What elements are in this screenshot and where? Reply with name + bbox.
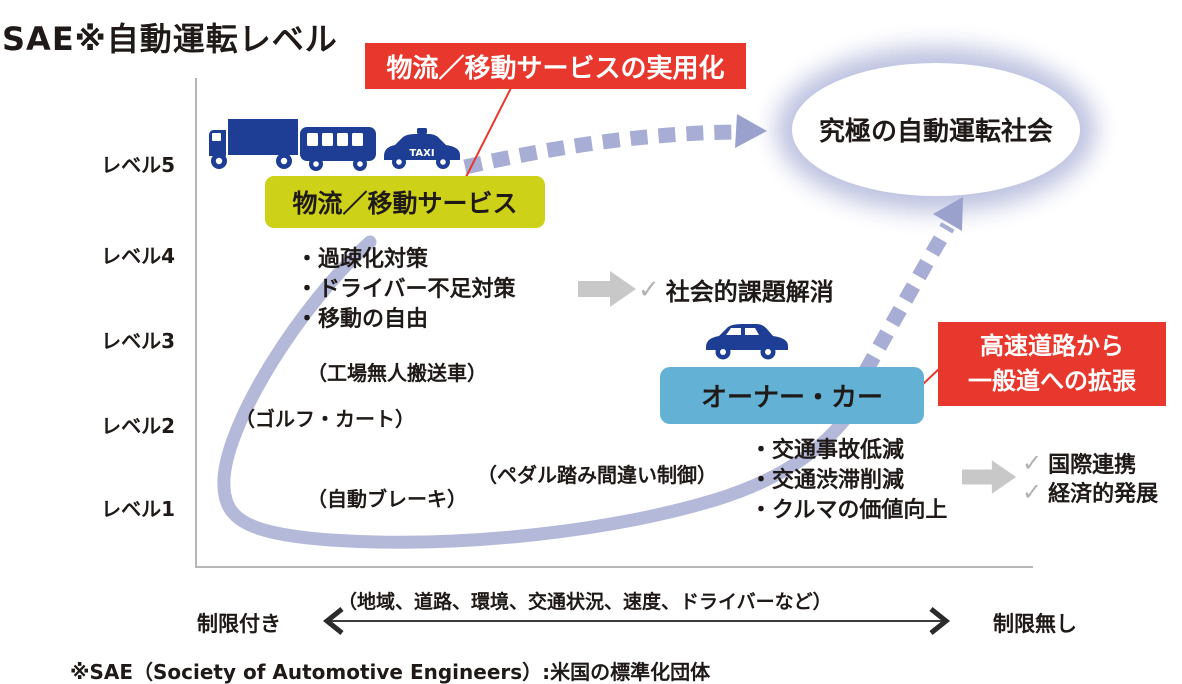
sae-footnote: ※SAE（Society of Automotive Engineers）:米国… — [70, 660, 711, 684]
taxi-sign-text: TAXI — [409, 148, 434, 159]
axis-caption: （地域、道路、環境、交通状況、速度、ドライバーなど） — [338, 591, 832, 613]
axis-right-label: 制限無し — [993, 612, 1077, 636]
outcome-international-label: 国際連携 — [1048, 453, 1137, 478]
block-arrow-icon — [962, 460, 1017, 494]
callout-highway-expansion: 高速道路から 一般道への拡張 — [938, 322, 1166, 406]
page-title: SAE※自動運転レベル — [2, 20, 338, 58]
check-icon: ✓ — [1022, 449, 1043, 477]
owner-car-label: オーナー・カー — [700, 383, 883, 413]
outcome-economic: ✓ 経済的発展 — [1022, 476, 1158, 508]
outcome-economic-label: 経済的発展 — [1048, 482, 1159, 507]
truck-icon — [209, 119, 298, 169]
social-outcome: ✓ 社会的課題解消 — [638, 272, 834, 307]
level-label-2: レベル2 — [101, 414, 175, 438]
goal-label: 究極の自動運転社会 — [818, 117, 1053, 147]
social-outcome-label: 社会的課題解消 — [665, 278, 834, 306]
bullet-item: ・交通事故低減 — [750, 438, 905, 463]
car-icon — [706, 324, 788, 360]
ownercar-arrowhead-icon — [933, 197, 963, 231]
bullet-item: ・クルマの価値向上 — [750, 498, 948, 523]
level-label-3: レベル3 — [101, 329, 175, 353]
logistics-service-label: 物流／移動サービス — [292, 189, 518, 218]
example-golf-cart: （ゴルフ・カート） — [235, 407, 415, 431]
bullet-item: ・ドライバー不足対策 — [296, 277, 516, 302]
bus-icon — [300, 127, 376, 171]
level-label-5: レベル5 — [101, 153, 175, 177]
bullet-item: ・移動の自由 — [296, 307, 429, 332]
callout-logistics-practical-use: 物流／移動サービスの実用化 — [365, 43, 746, 89]
owner-car-box: オーナー・カー — [660, 367, 924, 424]
example-factory-agv: （工場無人搬送車） — [307, 361, 487, 385]
bullet-item: ・過疎化対策 — [296, 247, 429, 272]
logistics-dashed-arrow — [463, 124, 739, 175]
base-axis-line — [195, 566, 1033, 568]
logistics-bullets: ・過疎化対策 ・ドライバー不足対策 ・移動の自由 — [296, 245, 516, 335]
level-label-1: レベル1 — [101, 497, 175, 521]
callout-highway-line1: 高速道路から — [980, 332, 1124, 360]
callout-logistics-label: 物流／移動サービスの実用化 — [386, 53, 725, 84]
check-icon: ✓ — [1022, 478, 1043, 506]
owner-car-bullets: ・交通事故低減 ・交通渋滞削減 ・クルマの価値向上 — [750, 436, 947, 526]
taxi-icon: TAXI — [384, 128, 460, 169]
bullet-item: ・交通渋滞削減 — [750, 468, 905, 493]
logistics-service-box: 物流／移動サービス — [265, 176, 545, 228]
block-arrow-icon — [578, 271, 636, 307]
outcome-international: ✓ 国際連携 — [1022, 447, 1136, 479]
callout-highway-line2: 一般道への拡張 — [968, 367, 1136, 395]
goal-ellipse: 究極の自動運転社会 — [792, 63, 1080, 196]
level-axis-line — [195, 78, 197, 568]
level-label-4: レベル4 — [101, 244, 175, 268]
example-auto-brake: （自動ブレーキ） — [307, 487, 467, 511]
callout-line-logistics — [465, 87, 512, 178]
example-pedal-control: （ペダル踏み間違い制御） — [477, 463, 717, 487]
logistics-arrowhead-icon — [735, 114, 767, 148]
check-icon: ✓ — [638, 274, 660, 305]
axis-left-label: 制限付き — [197, 612, 281, 636]
